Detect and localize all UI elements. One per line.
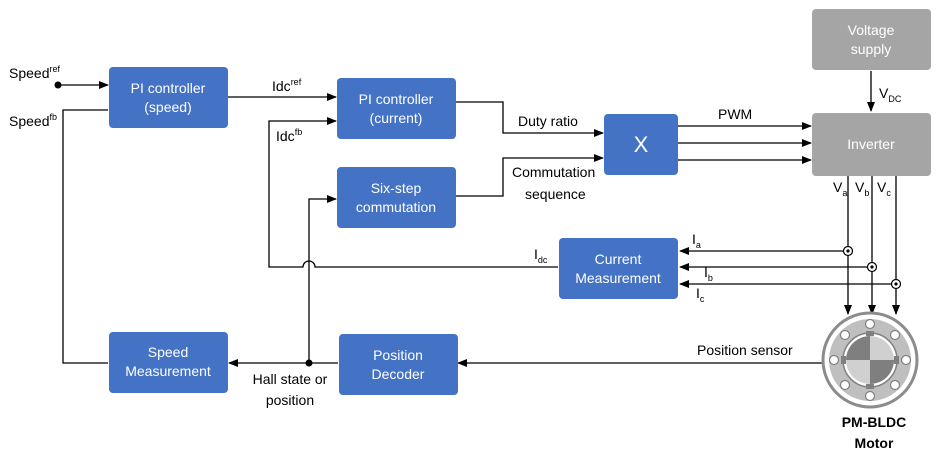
- hall-state-label-1: Hall state or: [253, 371, 328, 387]
- six-step-label-2: commutation: [356, 199, 436, 215]
- hall-junction-dot: [305, 359, 313, 367]
- six-step-label-1: Six-step: [371, 180, 422, 196]
- speed-fb-loop: [62, 109, 108, 364]
- pi-current-label-2: (current): [370, 110, 423, 126]
- voltage-supply-label-1: Voltage: [848, 22, 895, 38]
- speed-ref-label: Speedref: [9, 64, 60, 81]
- position-decoder-label-1: Position: [373, 347, 423, 363]
- position-decoder-block: Position Decoder: [339, 334, 458, 395]
- six-step-block: Six-step commutation: [337, 167, 456, 228]
- motor-icon: [821, 311, 919, 409]
- va-label: Va: [833, 179, 847, 198]
- voltage-supply-label-2: supply: [851, 41, 891, 57]
- idc-ref-label: Idcref: [272, 77, 302, 94]
- speed-measurement-label-1: Speed: [148, 344, 188, 360]
- pi-current-block: PI controller (current): [337, 78, 456, 139]
- motor-label-1: PM-BLDC: [842, 414, 907, 430]
- pi-speed-block: PI controller (speed): [109, 67, 228, 128]
- speed-ref-dot: [54, 81, 62, 89]
- current-measurement-label-2: Measurement: [575, 270, 661, 286]
- idc-label: Idc: [534, 246, 548, 265]
- pi-speed-label-2: (speed): [144, 99, 191, 115]
- hall-to-sixstep-arrow: [308, 195, 337, 363]
- hall-state-label-2: position: [266, 392, 314, 408]
- position-decoder-label-2: Decoder: [372, 366, 425, 382]
- current-measurement-label-1: Current: [595, 251, 642, 267]
- voltage-supply-block: Voltage supply: [812, 9, 931, 70]
- speed-measurement-label-2: Measurement: [125, 363, 211, 379]
- idc-fb-label: Idcfb: [276, 127, 302, 144]
- duty-ratio-arrow: [456, 101, 604, 137]
- duty-ratio-label: Duty ratio: [518, 113, 578, 129]
- speed-measurement-block: Speed Measurement: [109, 332, 228, 393]
- idc-fb-loop: [268, 117, 558, 268]
- position-sensor-label: Position sensor: [697, 342, 793, 358]
- ia-label: Ia: [692, 231, 701, 250]
- pwm-label: PWM: [718, 106, 752, 122]
- inverter-block: Inverter: [812, 113, 931, 176]
- ic-label: Ic: [696, 285, 705, 304]
- pi-current-label-1: PI controller: [359, 91, 434, 107]
- commutation-arrow: [456, 154, 604, 197]
- current-measurement-block: Current Measurement: [559, 238, 678, 299]
- vc-label: Vc: [877, 179, 891, 198]
- inverter-label: Inverter: [847, 136, 895, 152]
- multiplier-label: X: [634, 132, 649, 157]
- pi-speed-label-1: PI controller: [131, 80, 206, 96]
- commutation-sequence-label-1: Commutation: [512, 164, 595, 180]
- ib-label: Ib: [704, 264, 713, 283]
- vb-label: Vb: [855, 179, 869, 198]
- vdc-label: VDC: [879, 85, 902, 104]
- commutation-sequence-label-2: sequence: [525, 186, 586, 202]
- speed-fb-label: Speedfb: [9, 112, 57, 129]
- multiplier-block: X: [604, 114, 678, 175]
- motor-label-2: Motor: [855, 435, 894, 451]
- connections: [58, 71, 900, 367]
